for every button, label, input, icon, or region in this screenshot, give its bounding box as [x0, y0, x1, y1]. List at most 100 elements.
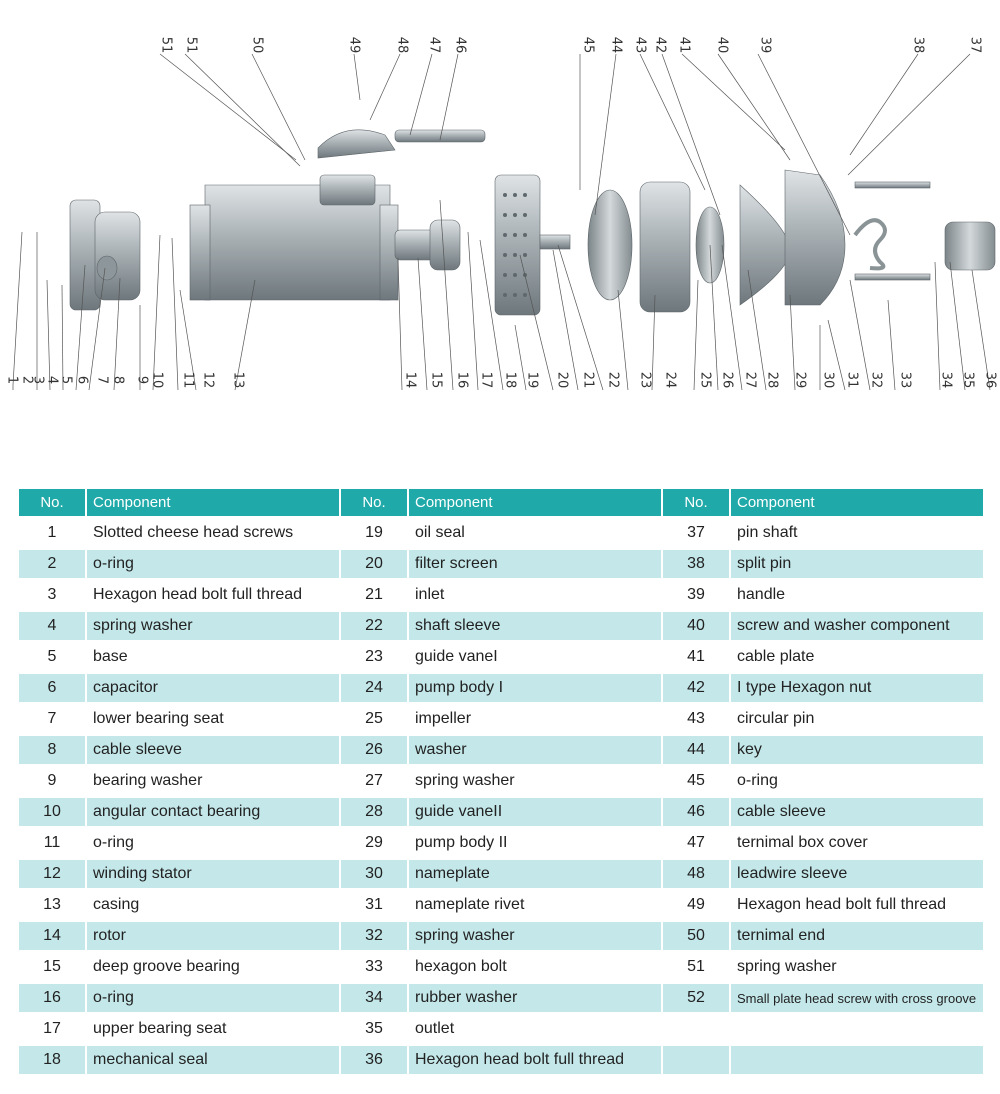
part-number: 8	[19, 736, 85, 764]
callout-label: 28	[765, 372, 780, 389]
part-number: 9	[47, 772, 57, 789]
bolts-part	[854, 181, 931, 281]
part-number: 34	[341, 984, 407, 1012]
part-number: 13	[43, 896, 61, 913]
pump-parts	[69, 129, 996, 316]
part-component: o-ring	[93, 834, 134, 851]
callout-label: 37	[968, 37, 983, 54]
part-component: spring washer	[415, 772, 515, 789]
callout-label: 3	[31, 376, 46, 384]
part-component: key	[731, 736, 983, 764]
part-number: 15	[43, 958, 61, 975]
callout-label: 14	[403, 372, 418, 389]
part-component: filter screen	[409, 550, 661, 578]
part-number: 28	[341, 798, 407, 826]
part-number: 3	[47, 586, 57, 603]
part-component: cable plate	[737, 648, 815, 665]
callout-label: 42	[653, 37, 668, 54]
part-number: 32	[341, 922, 407, 950]
callout-label: 26	[720, 372, 735, 389]
part-component: cable sleeve	[731, 798, 983, 826]
part-number: 20	[341, 550, 407, 578]
part-number: 19	[365, 524, 383, 541]
part-number: 44	[663, 736, 729, 764]
part-number: 51	[687, 958, 705, 975]
callout-label: 2	[20, 376, 35, 384]
part-number: 16	[19, 984, 85, 1012]
part-number: 40	[663, 612, 729, 640]
part-number: 49	[687, 896, 705, 913]
part-component: casing	[93, 896, 140, 913]
part-number: 33	[365, 958, 383, 975]
inlet-filter-part	[494, 174, 571, 316]
part-number: 36	[341, 1046, 407, 1074]
part-number: 2	[19, 550, 85, 578]
part-component: spring washer	[737, 958, 837, 975]
part-number: 39	[687, 586, 705, 603]
part-component: pin shaft	[737, 524, 798, 541]
callout-label: 51	[159, 37, 174, 54]
callout-label: 32	[869, 372, 884, 389]
part-component: nameplate	[409, 860, 661, 888]
part-component: Hexagon head bolt full thread	[409, 1046, 661, 1074]
callout-label: 24	[663, 372, 678, 389]
part-component: winding stator	[87, 860, 339, 888]
rotor-part	[394, 219, 461, 271]
part-component: ternimal box cover	[737, 834, 868, 851]
part-number: 17	[43, 1020, 61, 1037]
parts-table: No. Component No. Component No. Componen…	[17, 486, 985, 1077]
part-component: shaft sleeve	[409, 612, 661, 640]
part-component: base	[93, 648, 128, 665]
callout-label: 15	[429, 372, 444, 389]
part-component: mechanical seal	[87, 1046, 339, 1074]
part-component: inlet	[415, 586, 445, 603]
callout-label: 5	[59, 376, 74, 384]
part-component: angular contact bearing	[87, 798, 339, 826]
callout-label: 33	[898, 372, 913, 389]
part-component: leadwire sleeve	[731, 860, 983, 888]
part-component: oil seal	[415, 524, 465, 541]
part-number: 22	[341, 612, 407, 640]
part-component: upper bearing seat	[93, 1020, 227, 1037]
part-component: impeller	[415, 710, 472, 727]
part-number: 25	[365, 710, 383, 727]
part-component: split pin	[731, 550, 983, 578]
part-component: spring washer	[409, 922, 661, 950]
part-number: 6	[19, 674, 85, 702]
part-component	[731, 1015, 983, 1043]
part-component: rotor	[87, 922, 339, 950]
part-number: 4	[19, 612, 85, 640]
callout-label: 45	[581, 37, 596, 54]
part-number: 38	[663, 550, 729, 578]
part-component: cable sleeve	[87, 736, 339, 764]
part-component: rubber washer	[409, 984, 661, 1012]
part-number: 29	[365, 834, 383, 851]
part-component: handle	[737, 586, 786, 603]
part-component: washer	[409, 736, 661, 764]
part-component: Hexagon head bolt full thread	[737, 896, 947, 913]
callouts-bottom: 1 2 3 4 5 6 7 8 9 10 11 12 13 14 15 16 1…	[5, 372, 998, 389]
part-number: 14	[19, 922, 85, 950]
part-number: 11	[43, 834, 61, 851]
casing-part	[189, 174, 399, 301]
callout-label: 19	[525, 372, 540, 389]
leader-lines	[12, 53, 991, 391]
part-number: 50	[663, 922, 729, 950]
col-header-no: No.	[19, 489, 85, 516]
part-component: spring washer	[87, 612, 339, 640]
outlet-part	[944, 221, 996, 271]
part-number	[663, 1015, 729, 1043]
callout-label: 47	[427, 37, 442, 54]
callout-label: 11	[181, 372, 196, 389]
part-number: 18	[19, 1046, 85, 1074]
